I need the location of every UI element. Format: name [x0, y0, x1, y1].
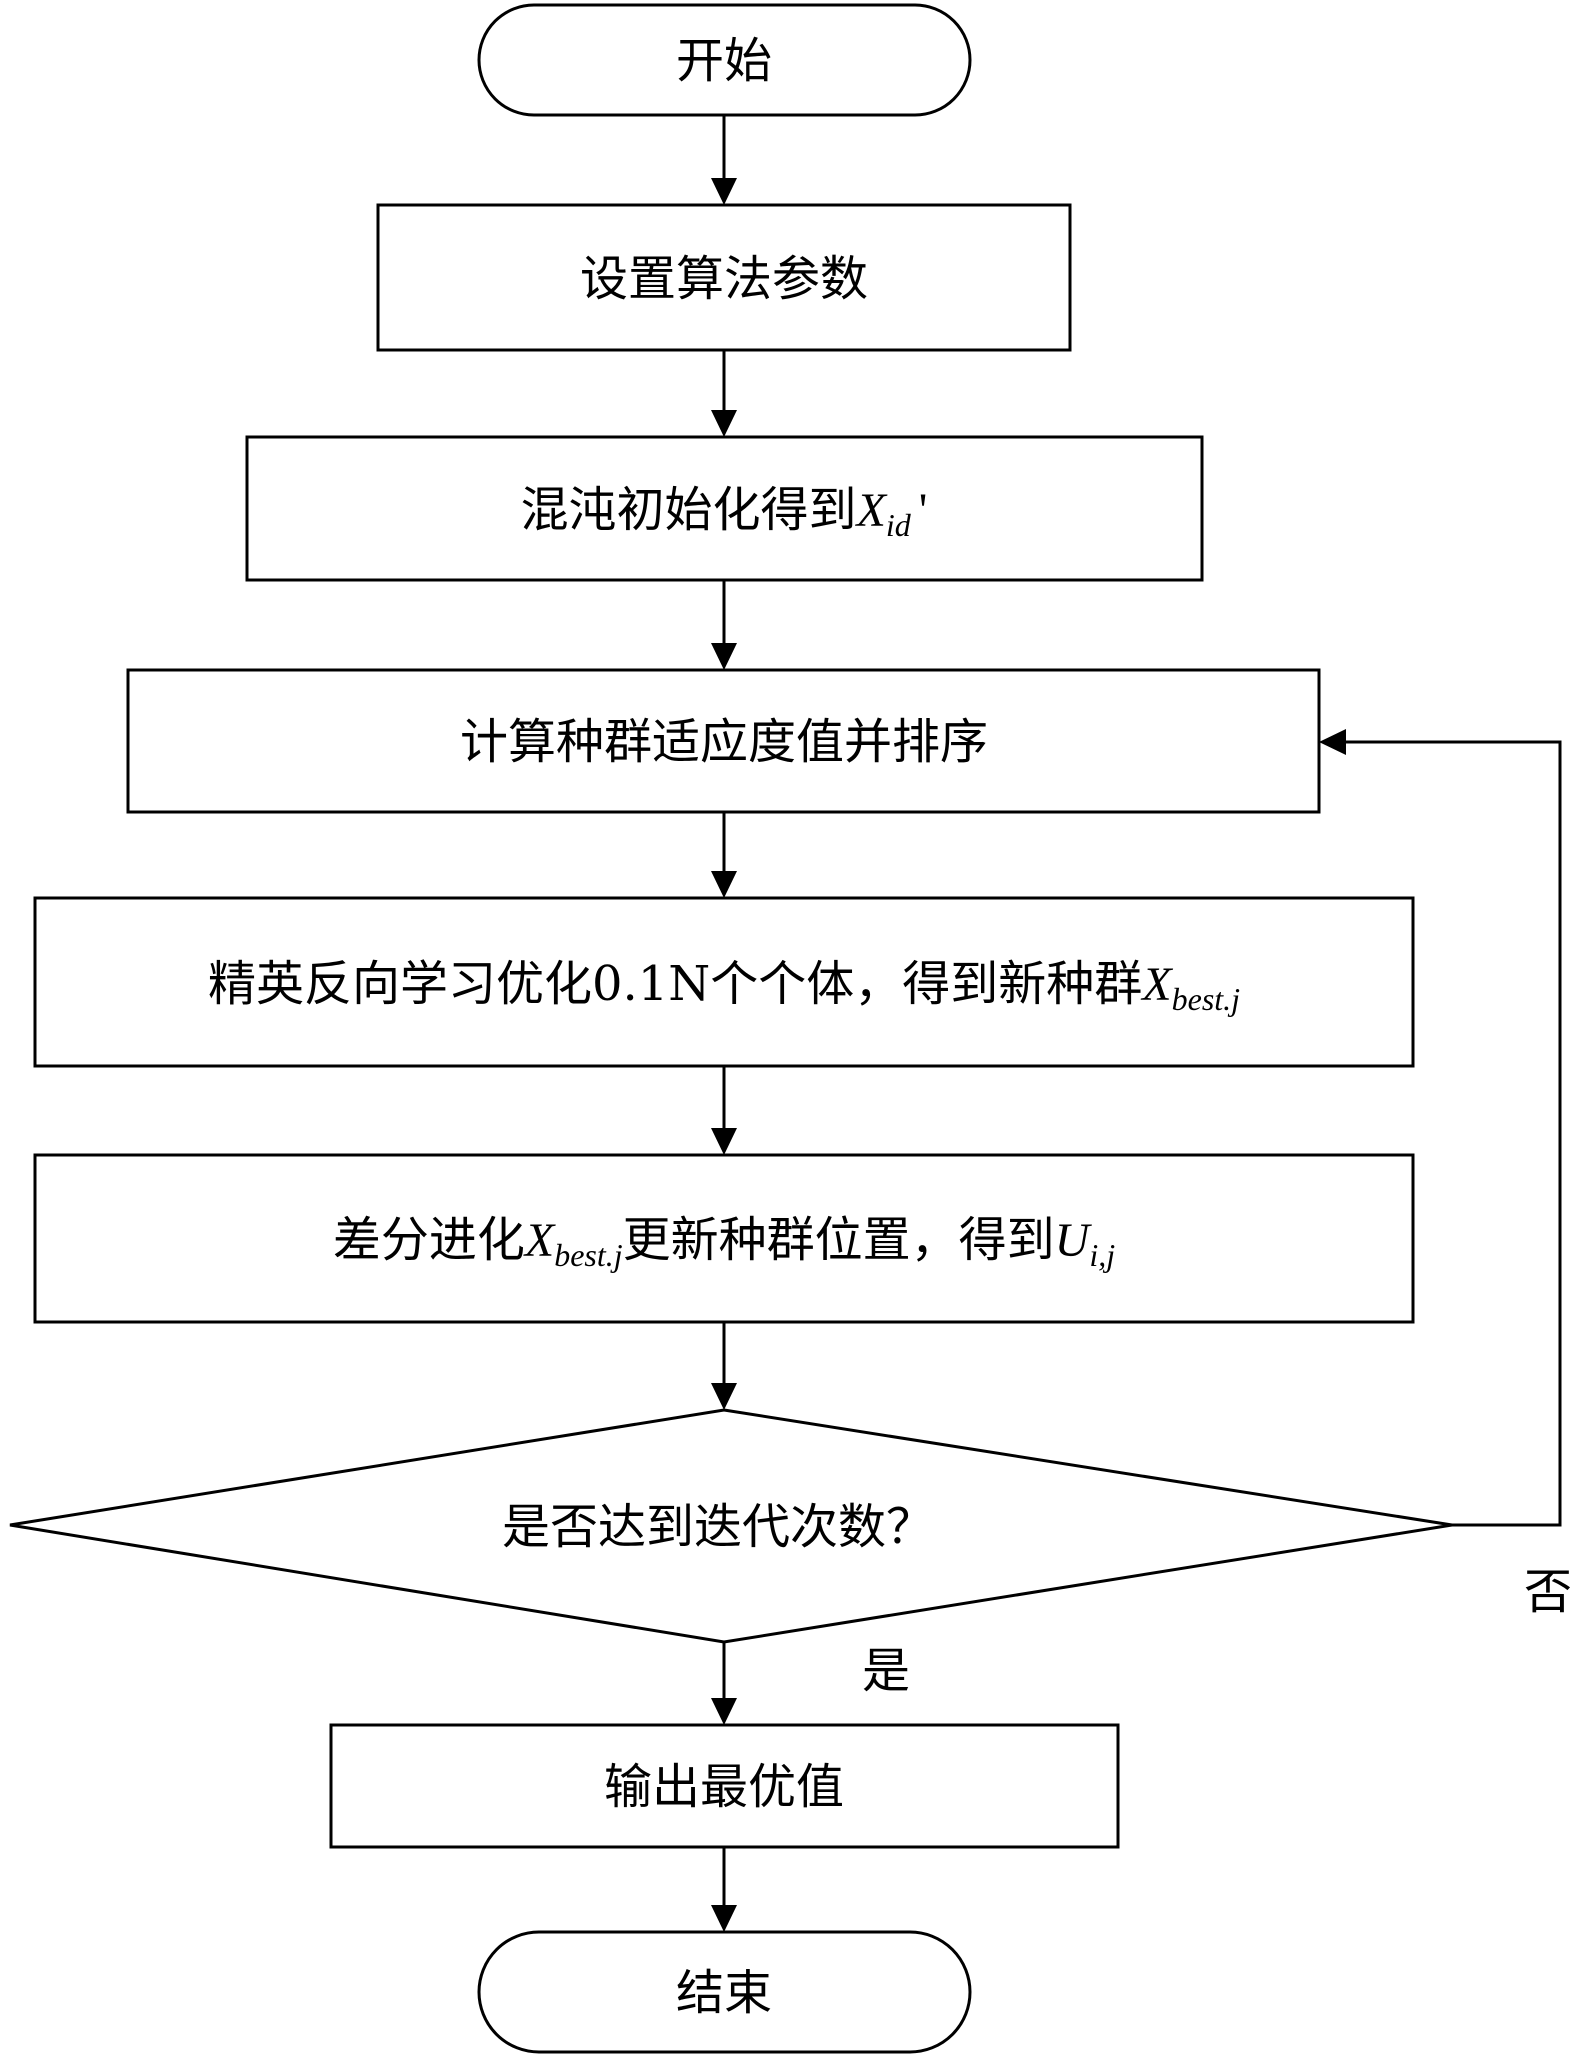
de-text1: 差分进化 [333, 1212, 525, 1268]
chaos-init-var: X [855, 484, 888, 537]
arrowhead-de [711, 1128, 737, 1155]
de-var1: X [523, 1214, 556, 1267]
end-terminal [477, 1930, 972, 2054]
set-params-box [376, 203, 1072, 352]
de-sub2: i,j [1089, 1237, 1115, 1273]
elite-sub: best.j [1172, 981, 1241, 1017]
no-label: 否 [1524, 1564, 1572, 1620]
arrowhead-end [711, 1905, 737, 1932]
yes-label: 是 [862, 1643, 910, 1699]
start-label: 开始 [676, 33, 772, 89]
fitness-label: 计算种群适应度值并排序 [460, 714, 988, 770]
chaos-init-label: 混沌初始化得到Xid' [521, 482, 928, 543]
elite-box [33, 896, 1415, 1068]
output-label: 输出最优值 [604, 1759, 844, 1815]
decision-label: 是否达到迭代次数？ [502, 1499, 934, 1555]
arrowhead-output [711, 1698, 737, 1725]
end-label: 结束 [676, 1965, 772, 2021]
elite-text: 精英反向学习优化0.1N个个体，得到新种群 [208, 956, 1142, 1012]
chaos-init-sub: id [886, 507, 912, 543]
arrowhead-params [711, 178, 737, 205]
elite-label: 精英反向学习优化0.1N个个体，得到新种群Xbest.j [208, 956, 1240, 1017]
chaos-init-text: 混沌初始化得到 [521, 482, 857, 538]
arrowhead-fitness [711, 643, 737, 670]
de-var2: U [1055, 1214, 1093, 1267]
no-loop-line [1345, 740, 1562, 1527]
de-sub1: best.j [554, 1237, 623, 1273]
chaos-init-prime: ' [919, 484, 928, 537]
arrowhead-decision [711, 1383, 737, 1410]
elite-var: X [1140, 958, 1173, 1011]
arrowhead-elite [711, 871, 737, 898]
de-text2: 更新种群位置，得到 [623, 1212, 1055, 1268]
de-label: 差分进化Xbest.j更新种群位置，得到Ui,j [333, 1212, 1115, 1273]
arrowhead-chaos [711, 410, 737, 437]
fitness-box [126, 668, 1321, 814]
de-box [33, 1153, 1415, 1324]
arrowhead-loop [1319, 729, 1346, 755]
set-params-label: 设置算法参数 [580, 251, 868, 307]
